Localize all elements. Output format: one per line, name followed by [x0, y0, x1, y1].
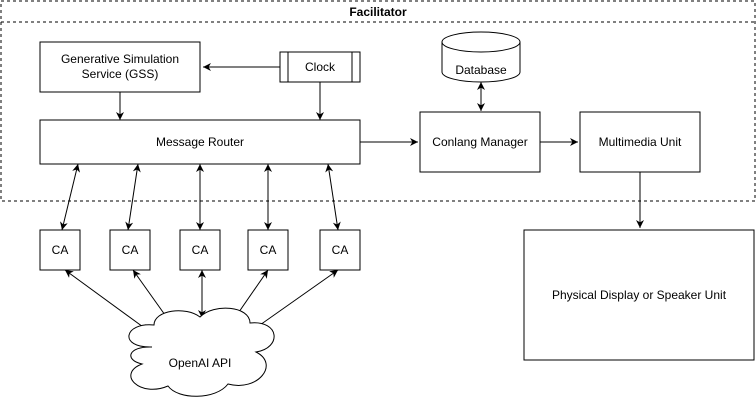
- edge-router-ca-5: [325, 163, 341, 231]
- node-conlang-manager: Conlang Manager: [419, 111, 541, 173]
- edge-router-ca-1: [59, 163, 81, 231]
- ca-5-label: CA: [332, 243, 349, 257]
- clock-label: Clock: [305, 60, 336, 74]
- node-ca-5: CA: [319, 229, 361, 271]
- openai-label: OpenAI API: [169, 356, 232, 370]
- node-message-router: Message Router: [39, 119, 361, 165]
- multimedia-label: Multimedia Unit: [599, 135, 682, 149]
- ca-4-label: CA: [260, 243, 277, 257]
- node-gss: Generative Simulation Service (GSS): [39, 41, 201, 93]
- ca-3-label: CA: [192, 243, 209, 257]
- facilitator-title: Facilitator: [349, 5, 407, 19]
- node-ca-1: CA: [39, 229, 81, 271]
- edge-router-ca-2: [125, 163, 141, 231]
- edge-ca-5-openai: [249, 269, 339, 333]
- node-ca-4: CA: [247, 229, 289, 271]
- display-label: Physical Display or Speaker Unit: [552, 288, 727, 302]
- node-clock: Clock: [279, 51, 361, 83]
- facilitator-container: Facilitator: [0, 0, 756, 202]
- node-ca-3: CA: [179, 229, 221, 271]
- database-label: Database: [455, 63, 507, 77]
- router-label: Message Router: [156, 135, 244, 149]
- conlang-label: Conlang Manager: [432, 135, 527, 149]
- node-multimedia-unit: Multimedia Unit: [579, 111, 701, 173]
- ca-2-label: CA: [122, 243, 139, 257]
- node-database: Database: [441, 31, 521, 83]
- gss-label-line2: Service (GSS): [82, 67, 159, 81]
- node-physical-display: Physical Display or Speaker Unit: [523, 229, 755, 361]
- node-ca-2: CA: [109, 229, 151, 271]
- ca-1-label: CA: [52, 243, 69, 257]
- gss-label-line1: Generative Simulation: [61, 52, 179, 66]
- node-openai-cloud: OpenAI API: [128, 307, 275, 397]
- edge-ca-1-openai: [64, 269, 151, 333]
